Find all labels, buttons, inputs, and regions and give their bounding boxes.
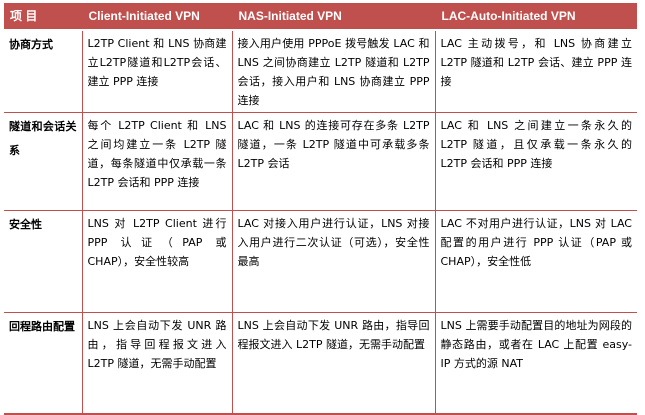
table-cell: L2TP Client 和 LNS 协商建立L2TP隧道和L2TP会话、建立 P… bbox=[82, 30, 233, 113]
header-nas-initiated: NAS-Initiated VPN bbox=[232, 3, 436, 31]
row-label: 协商方式 bbox=[4, 30, 83, 113]
table-row: 隧道和会话关系 每个 L2TP Client 和 LNS 之间均建立一条 L2T… bbox=[4, 112, 637, 211]
table-cell: LAC 不对用户进行认证，LNS 对 LAC 配置的用户进行 PPP 认证（PA… bbox=[435, 210, 637, 313]
table-cell: LNS 上会自动下发 UNR 路由，指导回程报文进入 L2TP 隧道，无需手动配… bbox=[82, 312, 233, 415]
table-row: 安全性 LNS 对 L2TP Client 进行 PPP 认证（PAP 或 CH… bbox=[4, 210, 637, 313]
table-row: 回程路由配置 LNS 上会自动下发 UNR 路由，指导回程报文进入 L2TP 隧… bbox=[4, 312, 637, 415]
header-client-initiated: Client-Initiated VPN bbox=[82, 3, 233, 31]
table-cell: LNS 上会自动下发 UNR 路由，指导回程报文进入 L2TP 隧道，无需手动配… bbox=[232, 312, 436, 415]
row-label: 安全性 bbox=[4, 210, 83, 313]
header-lac-auto-initiated: LAC-Auto-Initiated VPN bbox=[435, 3, 637, 31]
table-cell: LAC 对接入用户进行认证，LNS 对接入用户进行二次认证（可选），安全性最高 bbox=[232, 210, 436, 313]
table-cell: 每个 L2TP Client 和 LNS 之间均建立一条 L2TP 隧道，每条隧… bbox=[82, 112, 233, 211]
table-header-row: 项 目 Client-Initiated VPN NAS-Initiated V… bbox=[4, 3, 637, 31]
table-cell: LAC 和 LNS 之间建立一条永久的 L2TP 隧道，且仅承载一条永久的 L2… bbox=[435, 112, 637, 211]
table-cell: LAC 主动拨号，和 LNS 协商建立 L2TP 隧道和 L2TP 会话、建立 … bbox=[435, 30, 637, 113]
header-item: 项 目 bbox=[4, 3, 83, 31]
vpn-comparison-table: 项 目 Client-Initiated VPN NAS-Initiated V… bbox=[4, 3, 637, 415]
table-cell: LNS 对 L2TP Client 进行 PPP 认证（PAP 或 CHAP），… bbox=[82, 210, 233, 313]
table-cell: 接入用户使用 PPPoE 拨号触发 LAC 和 LNS 之间协商建立 L2TP … bbox=[232, 30, 436, 113]
table-row: 协商方式 L2TP Client 和 LNS 协商建立L2TP隧道和L2TP会话… bbox=[4, 30, 637, 113]
table-cell: LAC 和 LNS 的连接可存在多条 L2TP 隧道，一条 L2TP 隧道中可承… bbox=[232, 112, 436, 211]
row-label: 回程路由配置 bbox=[4, 312, 83, 415]
table-cell: LNS 上需要手动配置目的地址为网段的静态路由，或者在 LAC 上配置 easy… bbox=[435, 312, 637, 415]
row-label: 隧道和会话关系 bbox=[4, 112, 83, 211]
